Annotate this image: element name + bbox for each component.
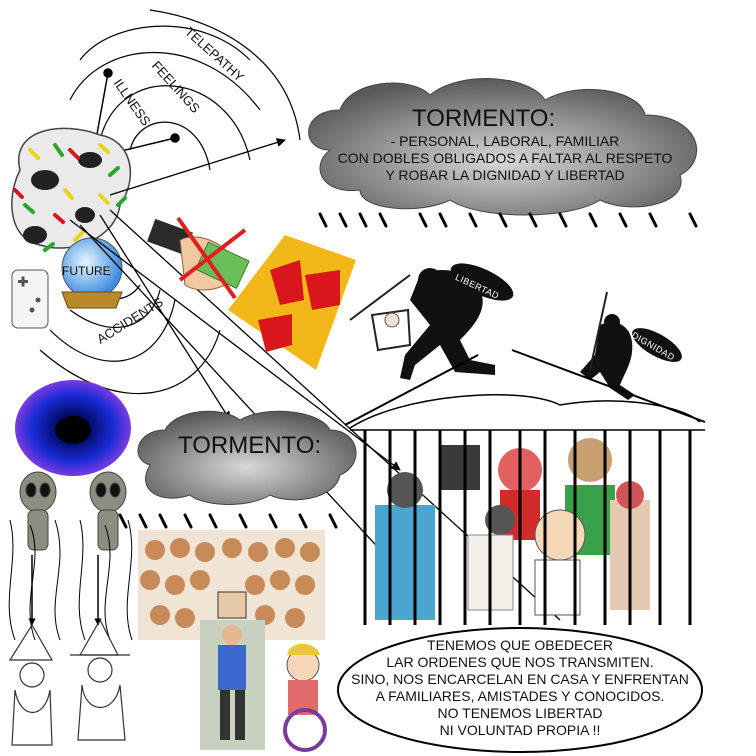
crowd: [138, 530, 325, 640]
wheelchair-kid: [283, 643, 327, 752]
thief-dignidad: [580, 291, 682, 400]
cloud-top-text: - PERSONAL, LABORAL, FAMILIAR CON DOBLES…: [320, 133, 690, 184]
rain-mid: [118, 513, 338, 529]
cloud-top-title: TORMENTO:: [412, 105, 556, 132]
message-text: TENEMOS QUE OBEDECER LAR ORDENES QUE NOS…: [340, 637, 700, 739]
brain-illustration: [11, 127, 132, 252]
thief-libertad: [349, 263, 514, 380]
cups-tray: [228, 235, 356, 370]
black-hole: [15, 380, 131, 476]
control-strings: [8, 519, 133, 641]
cloud-mid-title: TORMENTO:: [178, 432, 322, 459]
crystal-ball: [61, 237, 123, 309]
signal-arcs: [39, 9, 301, 395]
message-line: A FAMILIARES, AMISTADES Y CONOCIDOS.: [375, 688, 665, 704]
aliens: [19, 471, 127, 551]
cloud-mid-shape: [137, 410, 357, 505]
message-line: TENEMOS QUE OBEDECER: [427, 637, 613, 653]
prison-roof: [349, 394, 705, 431]
cloud-top-line: - PERSONAL, LABORAL, FAMILIAR: [390, 133, 620, 149]
prison-bars: [363, 430, 692, 625]
message-line: SINO, NOS ENCARCELAN EN CASA Y ENFRENTAN: [351, 671, 689, 687]
game-controller: [11, 269, 49, 329]
money-hand-crossed: [147, 216, 250, 300]
message-line: NO TENEMOS LIBERTAD: [437, 705, 603, 721]
prisoners: [375, 438, 650, 620]
message-line: LAR ORDENES QUE NOS TRANSMITEN.: [386, 654, 654, 670]
cloud-top-line: CON DOBLES OBLIGADOS A FALTAR AL RESPETO: [337, 150, 673, 166]
running-man: [200, 620, 265, 750]
slope-lines: [344, 349, 706, 426]
message-ellipse-shape: [337, 627, 703, 753]
label-future: FUTURE: [62, 264, 111, 278]
cloud-top-line: Y ROBAR LA DIGNIDAD Y LIBERTAD: [385, 167, 625, 183]
witches: [8, 618, 130, 746]
rain-top: [318, 212, 698, 228]
cloud-top-shape: [308, 78, 697, 216]
message-line: NI VOLUNTAD PROPIA !!: [439, 722, 601, 738]
